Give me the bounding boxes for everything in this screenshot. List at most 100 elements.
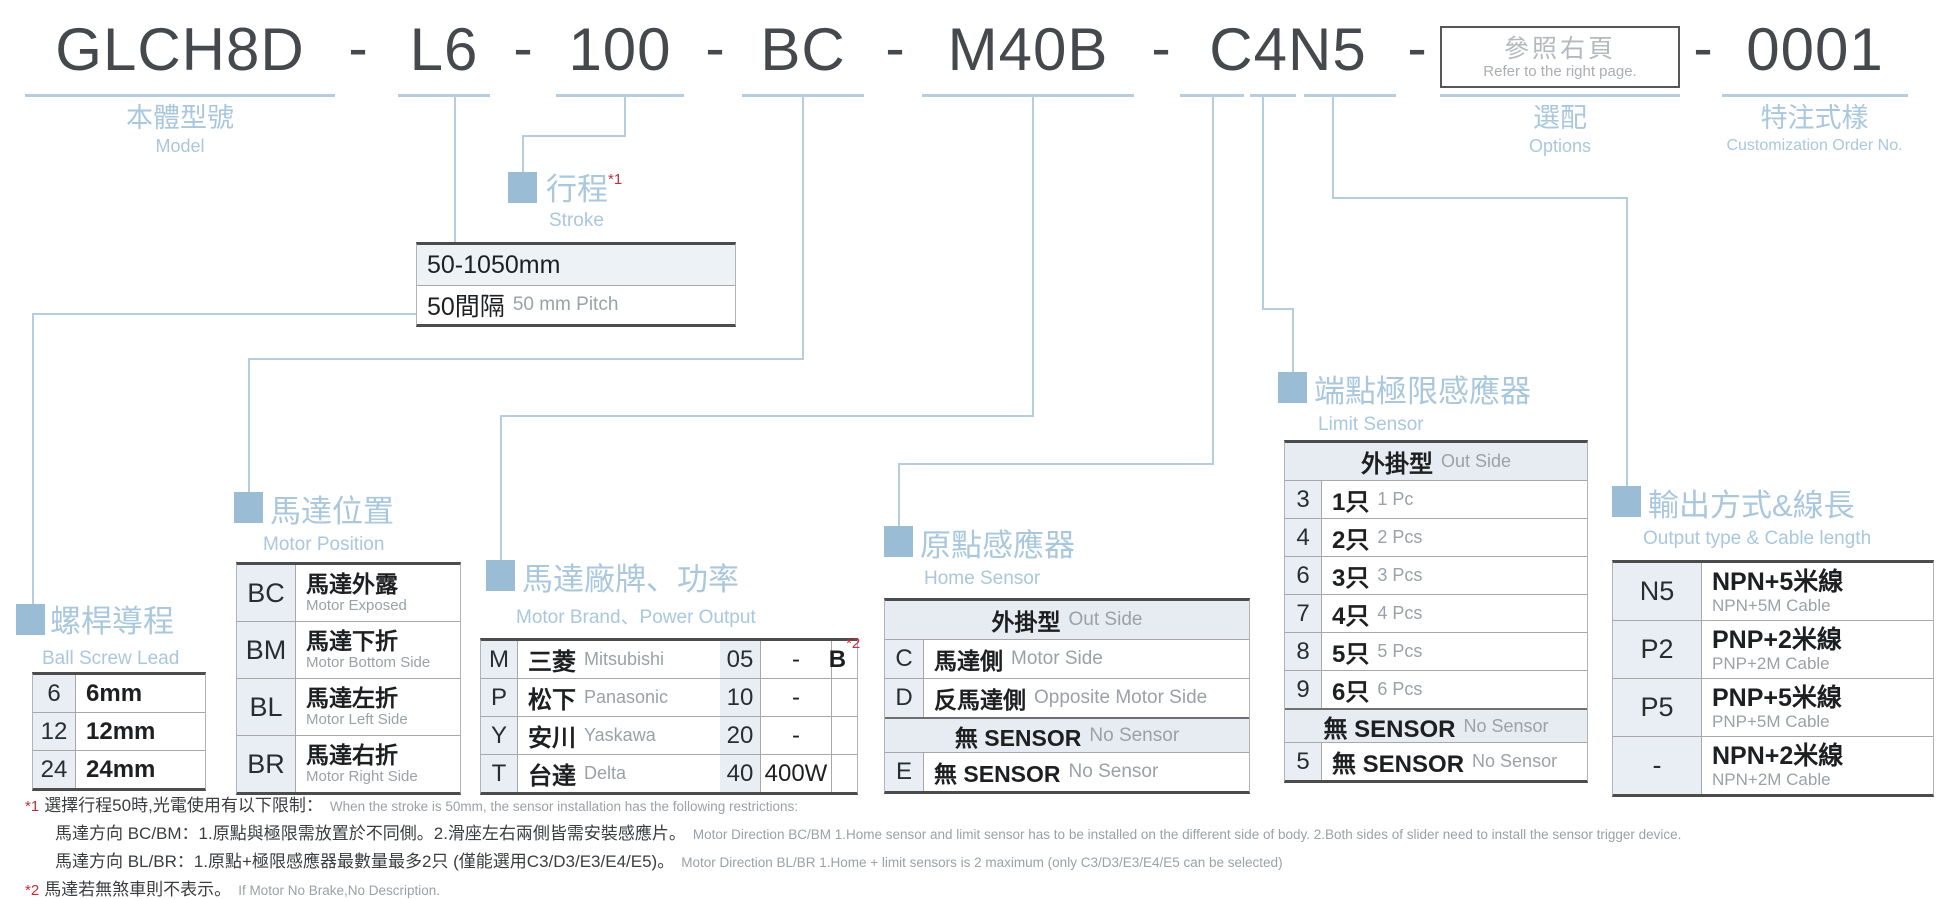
connector-line [522, 135, 524, 176]
code-cell: BM [237, 622, 296, 678]
code-cell: 4 [1285, 519, 1322, 556]
options-label: 選配 Options [1440, 102, 1680, 158]
connector-line [32, 313, 34, 606]
code-underline [1250, 94, 1296, 97]
options-reference-box: 參照右頁 Refer to the right page. [1440, 26, 1680, 88]
connector-line [454, 97, 456, 315]
code-cell: M [481, 641, 518, 678]
brake-option-cell [832, 717, 857, 754]
stroke-title-text: 行程 [546, 172, 608, 207]
home-sensor-title-zh: 原點感應器 [920, 528, 1075, 563]
motor-position-title-en: Motor Position [263, 534, 385, 555]
connector-line [898, 463, 1214, 465]
brake-option-cell [832, 755, 857, 792]
model-label-en: Model [155, 136, 205, 156]
code-part-model: GLCH8D [55, 16, 305, 83]
blue-square-marker [508, 172, 537, 203]
motor-position-title-zh: 馬達位置 [270, 494, 394, 529]
code-cell: 3 [1285, 481, 1322, 518]
blue-square-marker [1278, 372, 1307, 403]
code-cell: T [481, 755, 518, 792]
lead-table: 6 6mm 12 12mm 24 24mm [32, 672, 206, 791]
motor-brand-title-en: Motor Brand、Power Output [516, 607, 756, 628]
power-value-cell: 400W [761, 755, 832, 792]
home-sensor-title-en: Home Sensor [924, 568, 1041, 589]
code-cell: C [885, 640, 924, 678]
code-part-lead: L6 [409, 16, 479, 83]
connector-line [1032, 97, 1034, 417]
code-cell: 9 [1285, 671, 1322, 708]
power-code-cell: 40 [720, 755, 761, 792]
code-cell: 24 [33, 751, 76, 788]
model-label-zh: 本體型號 [126, 103, 234, 133]
footnote-1b: 馬達方向 BL/BR：1.原點+極限感應器最數量最多2只 (僅能選用C3/D3/… [55, 852, 1283, 871]
connector-line [248, 358, 250, 496]
brake-option-cell: B*2 [828, 635, 861, 673]
blue-square-marker [1612, 486, 1641, 517]
connector-line [500, 415, 502, 564]
code-dash: - [885, 16, 905, 81]
stroke-note-ref: *1 [608, 171, 623, 188]
lead-title-zh: 螺桿導程 [50, 604, 174, 639]
code-cell: 6 [1285, 557, 1322, 594]
code-cell: 12 [33, 713, 76, 750]
code-part-sensors: C4N5 [1209, 16, 1367, 83]
code-cell: 6 [33, 675, 76, 712]
code-part-motor-brand: M40B [947, 16, 1109, 83]
table-row: 24 24mm [33, 750, 205, 788]
connector-line [802, 97, 804, 360]
value-cell: 12mm [86, 717, 156, 745]
code-dash: - [1151, 16, 1171, 81]
stroke-title-zh: 行程*1 [546, 164, 622, 209]
connector-line [624, 97, 626, 137]
code-dash: - [513, 16, 533, 81]
code-underline [556, 94, 684, 97]
connector-line [248, 358, 804, 360]
blue-square-marker [884, 526, 913, 557]
custom-label: 特注式樣 Customization Order No. [1688, 102, 1941, 158]
code-cell: P [481, 679, 518, 716]
code-cell: - [1613, 737, 1702, 794]
code-underline [1440, 94, 1680, 97]
connector-line [1262, 308, 1294, 310]
code-cell: BC [237, 565, 296, 621]
power-code-cell: 05 [720, 641, 761, 678]
code-dash: - [1407, 16, 1427, 81]
value-cell: 24mm [86, 755, 156, 783]
power-value-cell: - [761, 717, 832, 754]
